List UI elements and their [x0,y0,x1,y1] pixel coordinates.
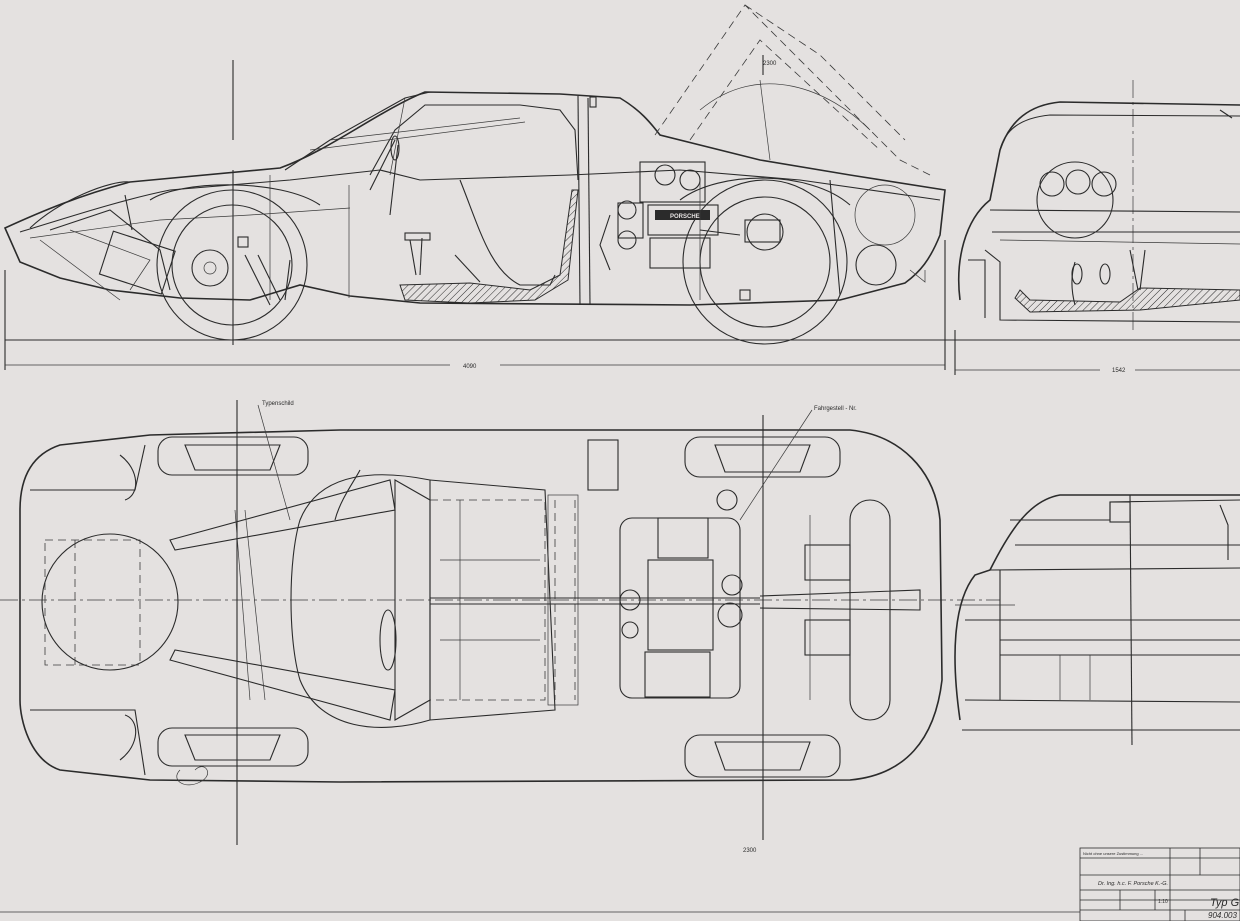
dim-wheelbase-bottom: 2300 [743,848,757,854]
spare-wheel [41,533,179,671]
callout-fahrgestell: Fahrgestell - Nr. [814,406,857,412]
drawing-scale: 1:10 [1158,899,1168,905]
rear-hood-open [654,4,931,176]
plan-view: 2300 [0,400,1000,854]
engine-brand-label: PORSCHE [670,214,700,220]
dim-wheelbase-top: 2300 [763,61,777,67]
company-name: Dr. Ing. h.c. F. Porsche K.-G. [1098,881,1168,887]
drawing-number: 904.003 [1208,911,1237,920]
side-body-outline [3,91,946,306]
plan-body-outline [19,429,943,783]
engine-plan [619,489,743,699]
engine: PORSCHE [599,161,751,301]
callout-typenschild: Typenschild [262,401,294,407]
dim-length: 4090 [463,364,477,370]
dim-front-width: 1542 [1112,368,1126,374]
title-block: Nicht ohne unsere Zustimmung ... Dr. Ing… [1079,847,1240,921]
rear-view [954,494,1240,746]
front-view [957,101,1240,323]
model-name: Typ GT [1210,897,1240,909]
side-view: PORSCHE 2300 4090 1542 [3,4,1240,375]
floor-pan [399,189,579,304]
title-note: Nicht ohne unsere Zustimmung ... [1083,851,1143,856]
rear-wheel [682,179,848,345]
